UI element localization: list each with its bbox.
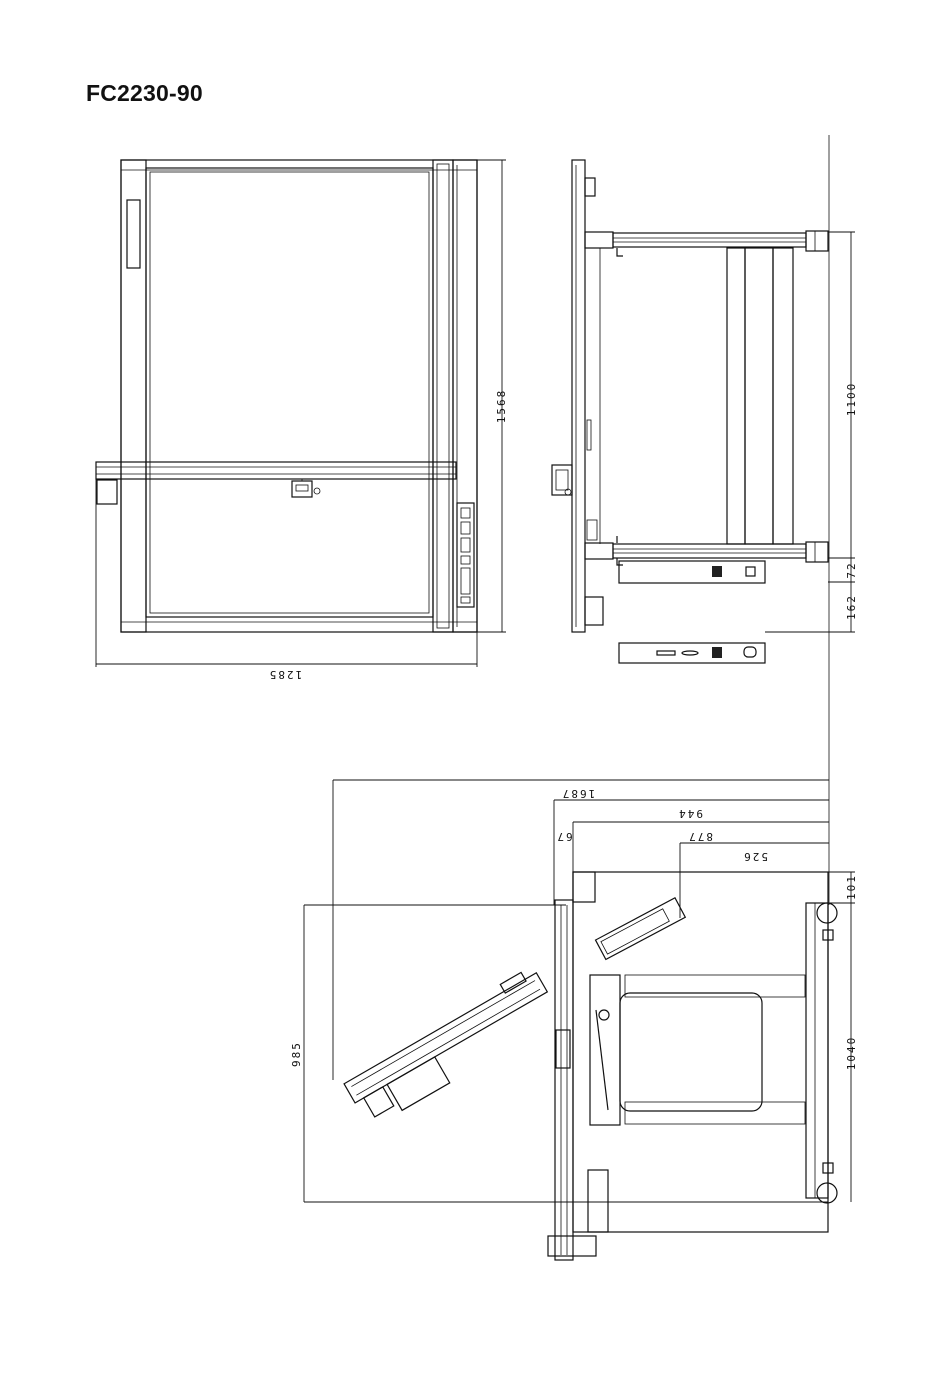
dim-top-944: 944: [677, 807, 703, 820]
front-view: 1568 1285: [96, 160, 508, 681]
top-base-bar: [806, 903, 828, 1198]
front-right-upright: [433, 160, 453, 632]
dim-top-1040: 1040: [845, 1036, 858, 1071]
side-board-panel: [572, 160, 585, 632]
side-view: 1100 72 162: [552, 135, 858, 905]
side-vertical-bar-2: [745, 248, 773, 544]
side-vertical-bar-3: [773, 248, 793, 544]
top-wheel-upper: [817, 903, 837, 923]
dim-top-526: 526: [742, 850, 768, 863]
side-vertical-bar-1: [727, 248, 745, 544]
front-outer-frame: [121, 160, 477, 632]
side-lower-box: [619, 561, 765, 583]
dim-top-101: 101: [845, 874, 858, 900]
dim-front-height: 1568: [495, 389, 508, 424]
dim-top-877: 877: [687, 830, 713, 843]
top-view: 985 1687 944 67 877 526 101 1040: [290, 780, 858, 1260]
side-bottom-rail: [613, 544, 806, 558]
front-label-plate: [127, 200, 140, 268]
side-head-holder: [552, 465, 572, 495]
dim-top-985: 985: [290, 1041, 303, 1067]
dim-top-67: 67: [555, 830, 572, 843]
top-tilted-arm: [596, 898, 686, 960]
side-control-strip: [619, 643, 765, 663]
dim-side-depth: 1100: [845, 382, 858, 417]
side-top-rail: [613, 233, 806, 247]
dim-side-162: 162: [845, 594, 858, 620]
top-tilted-board: [340, 966, 562, 1129]
top-pedestal: [620, 993, 762, 1111]
top-board-edge: [555, 900, 573, 1260]
top-stand-frame: [573, 872, 828, 1232]
front-beam-end-block: [97, 480, 117, 504]
dim-top-1687: 1687: [561, 787, 596, 800]
front-left-upright: [121, 160, 146, 632]
front-drawing-board: [146, 168, 433, 617]
front-head-unit: [292, 481, 312, 497]
front-control-panel: [457, 503, 474, 607]
dim-front-width: 1285: [268, 668, 303, 681]
top-wheel-lower: [817, 1183, 837, 1203]
dim-side-72: 72: [845, 561, 858, 578]
